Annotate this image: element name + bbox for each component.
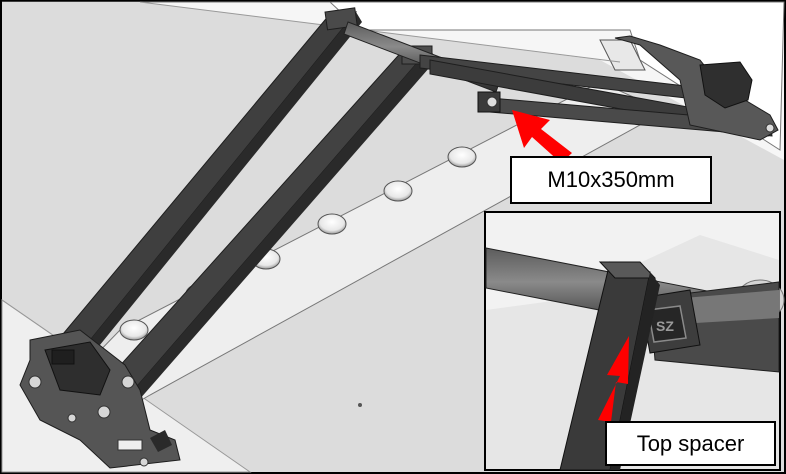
- rail-hole: [317, 213, 347, 235]
- top-spacer-label: Top spacer: [605, 421, 776, 466]
- svg-text:SZ: SZ: [656, 318, 674, 334]
- rail-hole: [447, 146, 477, 168]
- sz-logo-icon: [647, 305, 687, 343]
- rail-hole: [383, 180, 413, 202]
- bottom-bracket: [19, 329, 181, 469]
- frame-tubes: [47, 7, 779, 408]
- rail-hole: [119, 319, 149, 341]
- bolt-size-label: M10x350mm: [510, 156, 712, 204]
- spacer-arrow: [598, 336, 629, 422]
- bolt-arrow: [512, 110, 572, 163]
